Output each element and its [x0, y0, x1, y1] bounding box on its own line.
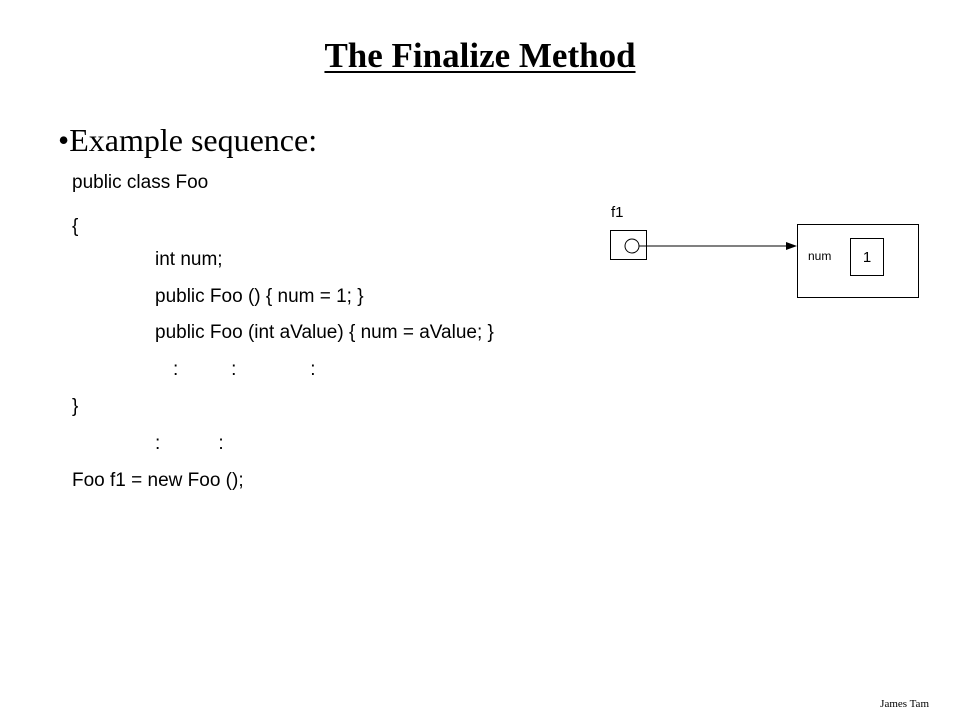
footer-author: James Tam — [880, 698, 929, 710]
code-line-instantiation: Foo f1 = new Foo (); — [72, 470, 244, 491]
code-line-close-brace: } — [72, 396, 79, 417]
reference-box — [610, 230, 647, 260]
code-line-param-constructor: public Foo (int aValue) { num = aValue; … — [155, 322, 494, 343]
code-line-open-brace: { — [72, 216, 79, 237]
reference-label: f1 — [611, 204, 624, 221]
slide-title: The Finalize Method — [324, 36, 636, 75]
code-line-colons: : : — [155, 433, 224, 454]
code-line-default-constructor: public Foo () { num = 1; } — [155, 286, 364, 307]
code-line-field: int num; — [155, 249, 223, 270]
pointer-dot-icon — [624, 238, 640, 254]
code-line-ellipsis-colons: : : : — [173, 359, 316, 380]
code-line-class-decl: public class Foo — [72, 172, 209, 193]
arrowhead-icon — [786, 242, 797, 250]
field-value-box: 1 — [850, 238, 884, 276]
bullet-example-sequence: •Example sequence: — [58, 122, 318, 158]
field-label: num — [808, 249, 832, 263]
object-box — [797, 224, 919, 298]
